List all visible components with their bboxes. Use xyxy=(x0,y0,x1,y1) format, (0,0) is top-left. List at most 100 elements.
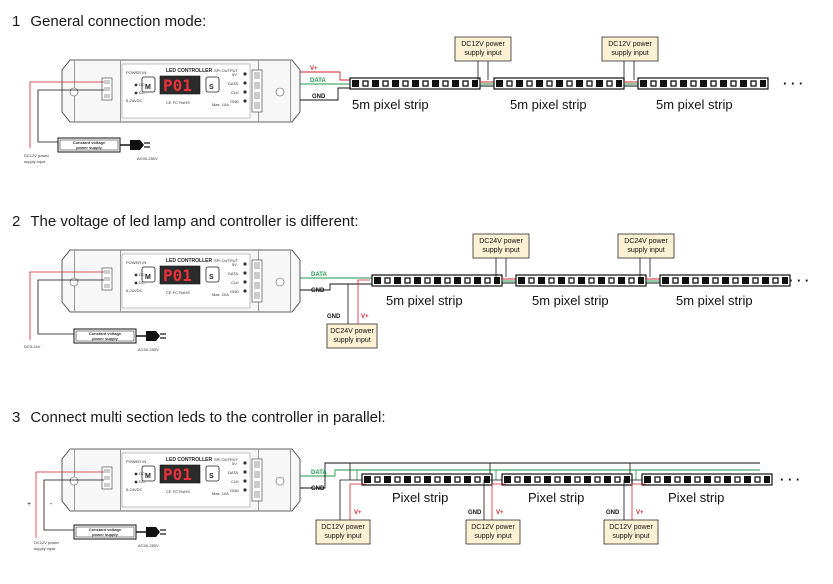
section-1-controller: LED CONTROLLER POWER IN DC+ DC- 5-24VDC … xyxy=(61,59,301,123)
strip-1-2 xyxy=(493,77,625,90)
svg-text:5V: 5V xyxy=(232,461,237,466)
svg-text:V+: V+ xyxy=(361,314,369,320)
extra-psu-1-2: DC12V power supply input xyxy=(601,36,659,80)
svg-text:Pixel strip: Pixel strip xyxy=(528,490,584,505)
svg-text:AC90-250V: AC90-250V xyxy=(138,347,159,352)
svg-text:5m pixel strip: 5m pixel strip xyxy=(386,293,463,308)
svg-text:power supply: power supply xyxy=(92,336,119,341)
svg-text:GND: GND xyxy=(230,289,239,294)
svg-text:POWER IN: POWER IN xyxy=(126,459,146,464)
svg-text:DATA: DATA xyxy=(228,470,238,475)
ellipsis-1: · · · xyxy=(783,76,803,91)
svg-text:DC12V power: DC12V power xyxy=(34,540,60,545)
svg-text:GND: GND xyxy=(468,510,482,516)
svg-text:supply input: supply input xyxy=(482,247,519,254)
extra-psu-2-2: DC24V power supply input xyxy=(617,233,675,277)
controller-title: LED CONTROLLER xyxy=(166,68,212,74)
svg-text:DC12V power: DC12V power xyxy=(471,524,515,531)
svg-text:GND: GND xyxy=(311,288,325,294)
svg-text:LED CONTROLLER: LED CONTROLLER xyxy=(166,258,212,264)
svg-text:Max. 10A: Max. 10A xyxy=(212,491,229,496)
m-button: M xyxy=(145,84,151,91)
strip-psu-3-1: V+ DC12V power supply input xyxy=(315,479,371,545)
svg-text:DATA: DATA xyxy=(311,470,327,476)
section-3-input-psu: Constant voltage power supply xyxy=(73,524,167,540)
max-label: Max. 10A xyxy=(212,102,229,107)
svg-text:GND: GND xyxy=(230,488,239,493)
extra-psu-1-1: DC12V power supply input xyxy=(454,36,512,80)
strip-label-1-3: 5m pixel strip xyxy=(656,97,733,112)
svg-text:Constant voltage: Constant voltage xyxy=(89,331,122,336)
svg-text:5-24VDC: 5-24VDC xyxy=(126,288,143,293)
strip-3-1 xyxy=(361,473,493,486)
svg-text:Max. 10A: Max. 10A xyxy=(212,292,229,297)
svg-text:+: + xyxy=(27,501,31,508)
svg-text:DC24V power: DC24V power xyxy=(330,328,374,335)
strip-1-1 xyxy=(349,77,481,90)
strip-3-3 xyxy=(641,473,773,486)
svg-text:DC24V power: DC24V power xyxy=(479,238,523,245)
svg-text:CLK: CLK xyxy=(231,280,239,285)
power-in-label: POWER IN xyxy=(126,70,146,75)
svg-text:DC+: DC+ xyxy=(139,471,148,476)
svg-text:· · ·: · · · xyxy=(789,273,809,288)
s-button: S xyxy=(209,84,214,91)
wire-vplus: V+ xyxy=(310,66,318,72)
svg-text:LED CONTROLLER: LED CONTROLLER xyxy=(166,457,212,463)
svg-text:DC+: DC+ xyxy=(139,272,148,277)
out-5v: 5V xyxy=(232,72,237,77)
svg-text:V+: V+ xyxy=(496,510,504,516)
svg-text:POWER IN: POWER IN xyxy=(126,260,146,265)
dc-input-label-1a: DC12V power xyxy=(24,153,50,158)
strip-psu-2: DC24V power supply input xyxy=(326,323,378,349)
svg-text:SPI OUTPUT: SPI OUTPUT xyxy=(214,258,239,263)
strip-2-1 xyxy=(371,274,503,287)
svg-text:supply input: supply input xyxy=(464,50,501,57)
strip-1-3 xyxy=(637,77,769,90)
extra-psu-2-1: DC24V power supply input xyxy=(472,233,530,277)
svg-text:· · ·: · · · xyxy=(780,472,800,487)
svg-text:Constant voltage: Constant voltage xyxy=(73,140,106,145)
svg-text:S: S xyxy=(209,473,214,480)
section-1-input-psu: Constant voltage power supply xyxy=(57,137,151,153)
dc-plus-label: DC+ xyxy=(139,82,148,87)
strip-2-2 xyxy=(515,274,647,287)
svg-text:CE FC RoHS: CE FC RoHS xyxy=(166,489,190,494)
strip-psu-3-3: GND V+ DC12V power supply input xyxy=(603,479,659,545)
svg-text:5-24VDC: 5-24VDC xyxy=(126,487,143,492)
led-display: P01 xyxy=(163,76,192,95)
svg-text:supply input: supply input xyxy=(611,50,648,57)
svg-text:5V: 5V xyxy=(232,262,237,267)
svg-text:DC5-24V: DC5-24V xyxy=(24,344,41,349)
svg-text:M: M xyxy=(145,473,151,480)
svg-text:DATA: DATA xyxy=(311,272,327,278)
out-data: DATA xyxy=(228,81,238,86)
strip-psu-3-2: GND V+ DC12V power supply input xyxy=(465,479,521,545)
dc-minus-label: DC- xyxy=(139,90,147,95)
svg-text:Pixel strip: Pixel strip xyxy=(668,490,724,505)
cert-label: CE FC RoHS xyxy=(166,100,190,105)
svg-text:DC12V power: DC12V power xyxy=(321,524,365,531)
svg-text:supply input: supply input xyxy=(474,533,511,540)
out-clk: CLK xyxy=(231,90,239,95)
section-2-input-psu: Constant voltage power supply xyxy=(73,328,167,344)
svg-text:supply input: supply input xyxy=(324,533,361,540)
svg-text:5m pixel strip: 5m pixel strip xyxy=(676,293,753,308)
svg-text:DC12V power: DC12V power xyxy=(608,41,652,48)
svg-text:supply input: supply input xyxy=(34,546,56,551)
svg-text:P01: P01 xyxy=(163,266,192,285)
svg-text:supply input: supply input xyxy=(612,533,649,540)
svg-text:power supply: power supply xyxy=(92,532,119,537)
svg-text:CLK: CLK xyxy=(231,479,239,484)
svg-text:DC-: DC- xyxy=(139,280,147,285)
svg-text:DATA: DATA xyxy=(228,271,238,276)
out-gnd: GND xyxy=(230,99,239,104)
svg-text:supply input: supply input xyxy=(627,247,664,254)
